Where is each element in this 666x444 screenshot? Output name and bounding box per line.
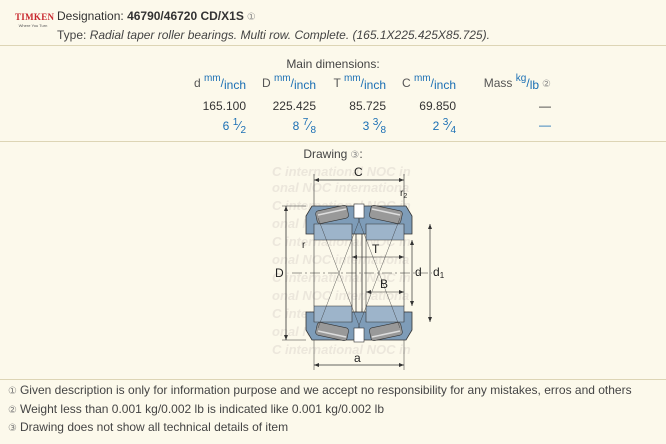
dim-T-inch: 3 3⁄8 <box>362 117 386 136</box>
divider <box>0 45 666 46</box>
label-r2: r2 <box>400 188 407 200</box>
divider <box>0 379 666 380</box>
designation-label: Designation: <box>57 9 124 23</box>
logo-tagline: Where You Turn <box>18 23 48 28</box>
roller-top-left <box>315 205 349 224</box>
svg-text:C international NOC in: C international NOC in <box>272 164 411 179</box>
svg-text:C international NOC in: C international NOC in <box>272 342 411 357</box>
roller-top-right <box>369 205 403 224</box>
label-T: T <box>372 242 380 256</box>
svg-text:onal NOC internationa: onal NOC internationa <box>272 288 409 303</box>
dim-C-mm: 69.850 <box>419 99 456 113</box>
logo-brand: TIMKEN <box>15 12 55 22</box>
label-B: B <box>380 277 388 291</box>
bearing-drawing: C international NOC in onal NOC internat… <box>272 164 445 370</box>
dim-header-C: C mm/inch <box>401 73 456 92</box>
type-label: Type: <box>57 28 87 42</box>
svg-text:onal NOC internationa: onal NOC internationa <box>272 180 409 195</box>
mass-lb: — <box>539 118 551 132</box>
dim-header-d: d mm/inch <box>193 73 246 92</box>
mass-kg: — <box>539 99 551 113</box>
svg-text:onal NOC internationa: onal NOC internationa <box>272 252 409 267</box>
label-d: d <box>415 265 422 279</box>
dim-D-mm: 225.425 <box>272 99 316 113</box>
roller-bottom-left <box>315 322 349 341</box>
type-line: Type: Radial taper roller bearings. Mult… <box>57 28 490 42</box>
dim-header-D: D mm/inch <box>261 73 316 92</box>
label-r: r <box>302 240 306 251</box>
label-C: C <box>354 165 363 179</box>
label-D: D <box>275 266 284 280</box>
mass-note-icon[interactable]: ② <box>542 79 551 90</box>
info-note-icon[interactable]: ① <box>246 12 256 23</box>
main-dimensions-title: Main dimensions: <box>286 57 380 71</box>
dim-D-inch: 8 7⁄8 <box>292 117 316 136</box>
label-d1: d1 <box>433 265 445 280</box>
timken-logo: TIMKEN Where You Turn <box>15 12 55 32</box>
roller-bottom-right <box>369 322 403 341</box>
dim-header-T: T mm/inch <box>333 73 387 92</box>
dim-d-mm: 165.100 <box>202 99 246 113</box>
type-value: Radial taper roller bearings. Multi row.… <box>89 28 490 42</box>
dim-d-inch: 6 1⁄2 <box>222 117 246 136</box>
dim-T-mm: 85.725 <box>349 99 386 113</box>
product-header: TIMKEN Where You Turn Designation: 46790… <box>0 0 666 44</box>
dim-C-inch: 2 3⁄4 <box>432 117 456 136</box>
drawing-note-icon[interactable]: ③ <box>350 150 360 161</box>
designation-value: 46790/46720 CD/X1S <box>127 9 244 23</box>
svg-text:C international NOC in: C international NOC in <box>272 270 411 285</box>
label-a: a <box>354 351 361 365</box>
divider <box>0 141 666 142</box>
